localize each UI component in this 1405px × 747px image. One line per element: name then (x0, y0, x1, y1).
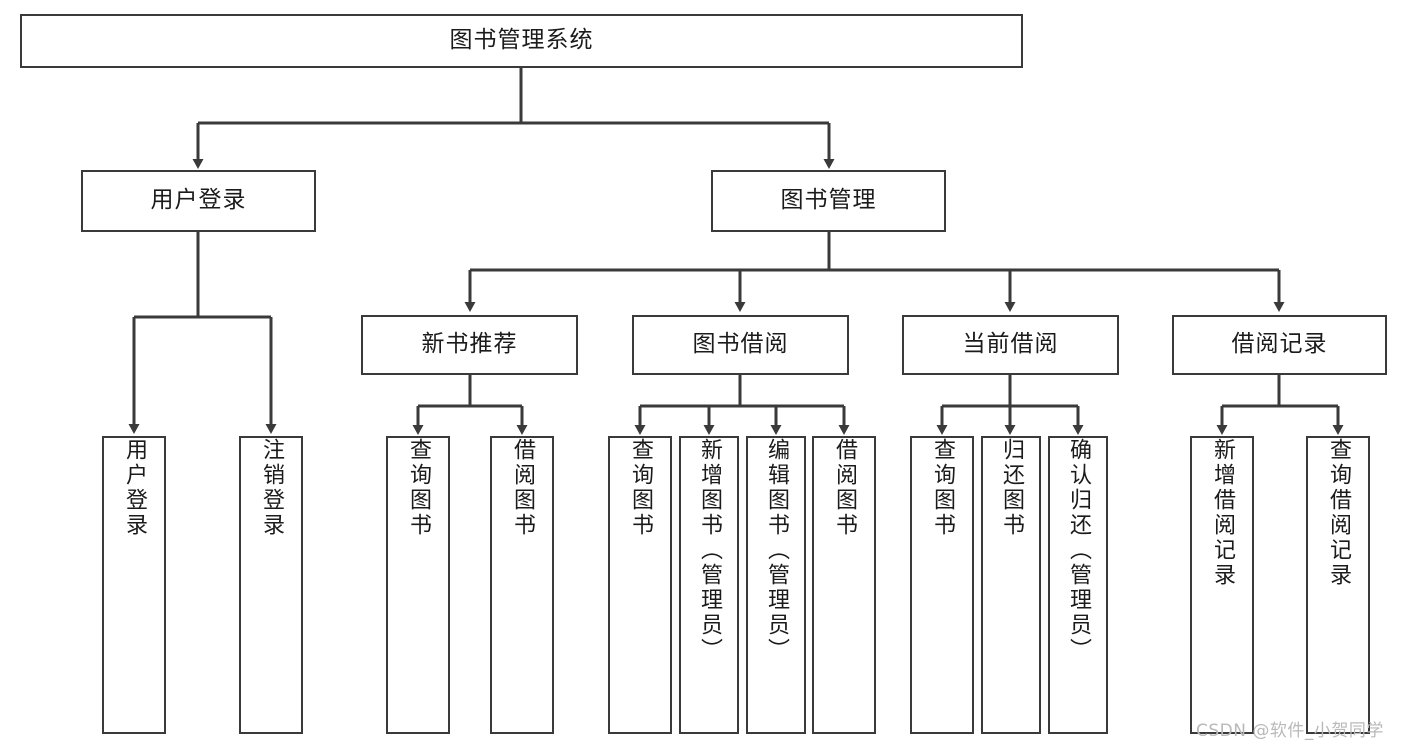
node-label: 归还图书 (999, 438, 1024, 538)
node-label: 用户登录 (122, 438, 147, 538)
leaf-book-borrow-add[interactable]: 新增图书（管理员） (679, 436, 739, 734)
node-label: 注销登录 (259, 438, 284, 538)
node-label: 借阅图书 (832, 438, 857, 538)
leaf-borrow-record-query[interactable]: 查询借阅记录 (1306, 436, 1370, 734)
node-label: 查询图书 (930, 438, 955, 538)
node-label: 图书管理 (780, 187, 877, 214)
node-label: 借阅记录 (1231, 331, 1328, 358)
node-label: 当前借阅 (962, 331, 1059, 358)
leaf-new-book-borrow[interactable]: 借阅图书 (490, 436, 554, 734)
leaf-book-borrow-edit[interactable]: 编辑图书（管理员） (746, 436, 806, 734)
leaf-current-borrow-query[interactable]: 查询图书 (910, 436, 974, 734)
node-label: 查询借阅记录 (1326, 438, 1351, 588)
leaf-user-login-login[interactable]: 用户登录 (102, 436, 166, 734)
leaf-user-login-logout[interactable]: 注销登录 (239, 436, 303, 734)
node-user-login[interactable]: 用户登录 (81, 170, 316, 232)
node-label: 查询图书 (406, 438, 431, 538)
node-label: 借阅图书 (510, 438, 535, 538)
leaf-book-borrow-borrow[interactable]: 借阅图书 (812, 436, 876, 734)
node-label: 编辑图书（管理员） (764, 438, 789, 663)
leaf-borrow-record-add[interactable]: 新增借阅记录 (1190, 436, 1254, 734)
node-current-borrow[interactable]: 当前借阅 (902, 315, 1119, 375)
node-label: 新书推荐 (421, 331, 518, 358)
leaf-current-borrow-return[interactable]: 归还图书 (981, 436, 1041, 734)
node-label: 确认归还（管理员） (1066, 438, 1091, 663)
leaf-book-borrow-query[interactable]: 查询图书 (608, 436, 672, 734)
node-borrow-record[interactable]: 借阅记录 (1172, 315, 1387, 375)
node-book-management[interactable]: 图书管理 (711, 170, 946, 232)
node-label: 图书管理系统 (449, 27, 594, 54)
node-book-borrow[interactable]: 图书借阅 (632, 315, 849, 375)
node-label: 新增图书（管理员） (697, 438, 722, 663)
node-label: 用户登录 (150, 187, 247, 214)
leaf-new-book-query[interactable]: 查询图书 (386, 436, 450, 734)
node-label: 新增借阅记录 (1210, 438, 1235, 588)
node-label: 查询图书 (628, 438, 653, 538)
watermark-text: CSDN @软件_小贺同学 (1196, 721, 1384, 741)
node-root-system[interactable]: 图书管理系统 (20, 14, 1023, 68)
node-new-book-recommend[interactable]: 新书推荐 (361, 315, 578, 375)
node-label: 图书借阅 (692, 331, 789, 358)
leaf-current-borrow-confirm-return[interactable]: 确认归还（管理员） (1048, 436, 1108, 734)
